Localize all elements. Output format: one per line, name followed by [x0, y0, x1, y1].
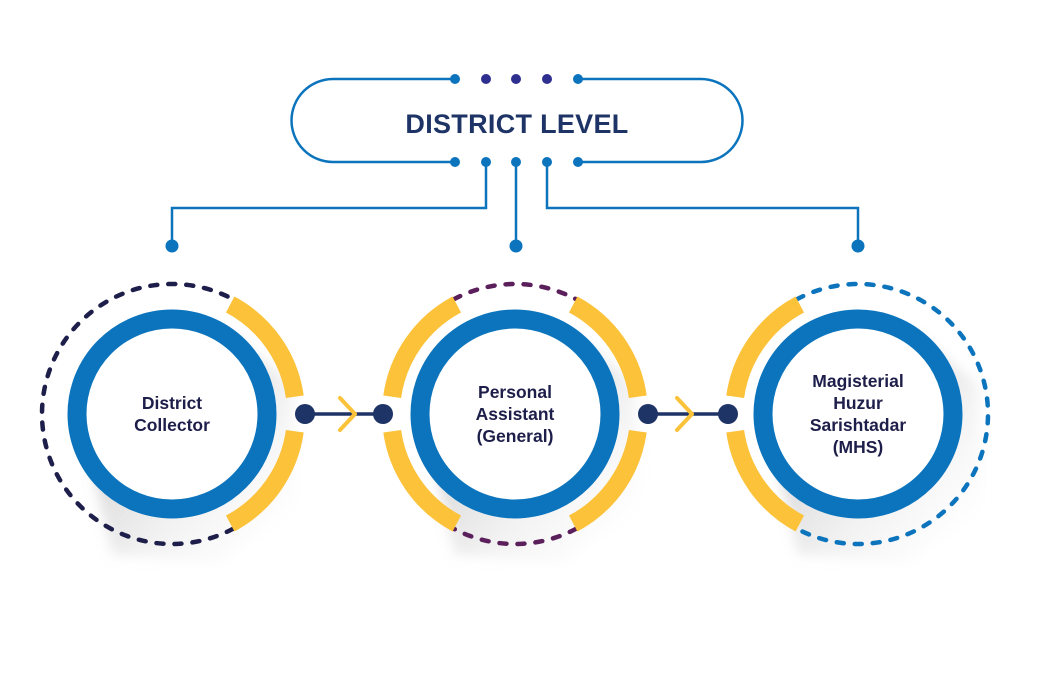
header-group: DISTRICT LEVEL — [290, 74, 744, 167]
yellow-arc — [225, 429, 304, 532]
connector-end-dot — [851, 239, 865, 253]
connector-right — [545, 162, 860, 245]
connector-end-dot — [509, 239, 523, 253]
yellow-arc — [726, 429, 805, 532]
flow-link-start-dot — [638, 404, 658, 424]
header-pill-top — [290, 77, 455, 164]
outer-dashed-ring — [39, 281, 236, 547]
outer-dashed-ring — [451, 526, 579, 547]
outer-dashed-ring — [451, 281, 579, 302]
header-dot — [511, 74, 521, 84]
connector-end-dot — [165, 239, 179, 253]
node-label-line: (General) — [477, 426, 554, 446]
yellow-arc — [568, 296, 647, 399]
node-label-line: Assistant — [476, 404, 555, 424]
yellow-arc — [383, 296, 462, 399]
flow-link-2 — [638, 396, 738, 432]
node-ring — [67, 309, 277, 519]
node-label-line: Sarishtadar — [810, 415, 906, 435]
header-dot — [542, 74, 552, 84]
node-label-line: Magisterial — [812, 371, 903, 391]
header-dot — [450, 74, 460, 84]
flow-link-start-dot — [295, 404, 315, 424]
chevron-right-icon — [338, 396, 357, 432]
header-dot — [481, 74, 491, 84]
node-ring — [410, 309, 620, 519]
page-title: DISTRICT LEVEL — [405, 109, 628, 139]
node-label-line: District — [142, 393, 202, 413]
tree-connectors — [170, 162, 860, 245]
chevron-right-icon — [675, 396, 694, 432]
node-label-line: Huzur — [833, 393, 883, 413]
node-label-line: Collector — [134, 415, 210, 435]
header-dot — [573, 74, 583, 84]
yellow-arc — [726, 296, 805, 399]
outer-dashed-ring — [794, 281, 991, 547]
header-dot — [450, 157, 460, 167]
node-ring — [753, 309, 963, 519]
header-pill-right — [578, 77, 744, 164]
yellow-arc — [383, 429, 462, 532]
flow-link-end-dot — [718, 404, 738, 424]
flow-link-1 — [295, 396, 393, 432]
header-dot — [573, 157, 583, 167]
yellow-arc — [225, 296, 304, 399]
node-label-line: (MHS) — [833, 437, 884, 457]
connector-left — [170, 162, 488, 245]
yellow-arc — [568, 429, 647, 532]
flow-link-end-dot — [373, 404, 393, 424]
node-label-line: Personal — [478, 382, 552, 402]
